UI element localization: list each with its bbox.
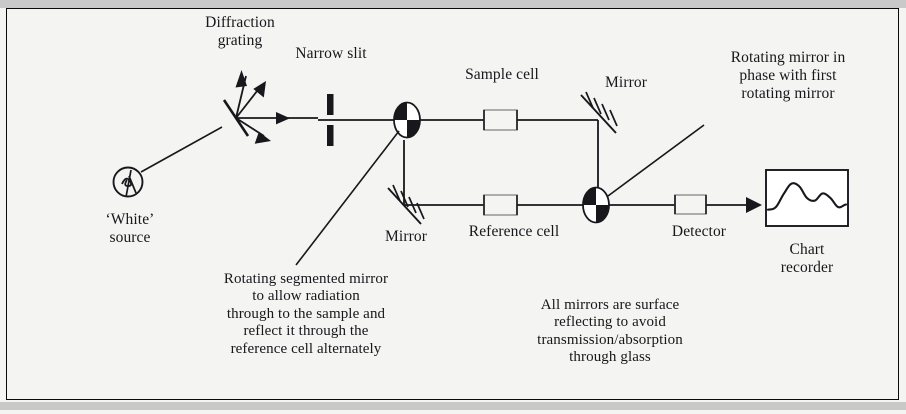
label-sample-cell: Sample cell	[465, 66, 539, 83]
label-diffraction-grating: Diffraction grating	[205, 14, 275, 49]
rotating-segmented-mirror-1	[393, 101, 421, 139]
chart-recorder-trace	[766, 182, 848, 211]
mirror-top	[580, 91, 618, 134]
label-rotating-mirror-note: Rotating mirror in phase with first rota…	[730, 49, 846, 102]
label-narrow-slit: Narrow slit	[295, 45, 367, 62]
sample-cell	[483, 109, 518, 131]
top-band	[0, 0, 906, 8]
reference-cell	[483, 194, 518, 216]
label-mirror-bottom: Mirror	[385, 228, 427, 245]
leader-rotating-mirror-note	[607, 124, 705, 197]
note-rotating-segmented-mirror: Rotating segmented mirror to allow radia…	[223, 271, 389, 357]
label-reference-cell: Reference cell	[468, 223, 560, 240]
leader-chopper-note	[295, 130, 400, 266]
detector	[674, 194, 707, 215]
recorder-arrowhead	[746, 197, 762, 213]
label-detector: Detector	[671, 223, 727, 240]
label-chart-recorder: Chart recorder	[780, 241, 834, 276]
rotating-segmented-mirror-2	[582, 186, 610, 224]
label-white-source: ‘White’ source	[105, 211, 155, 246]
diffraction-grating	[222, 70, 318, 144]
narrow-slit	[327, 94, 334, 146]
note-surface-mirrors: All mirrors are surface reflecting to av…	[537, 297, 683, 366]
chart-recorder	[765, 169, 849, 227]
label-mirror-top: Mirror	[605, 74, 647, 91]
bottom-band	[0, 402, 906, 410]
white-source-lamp	[112, 126, 223, 198]
